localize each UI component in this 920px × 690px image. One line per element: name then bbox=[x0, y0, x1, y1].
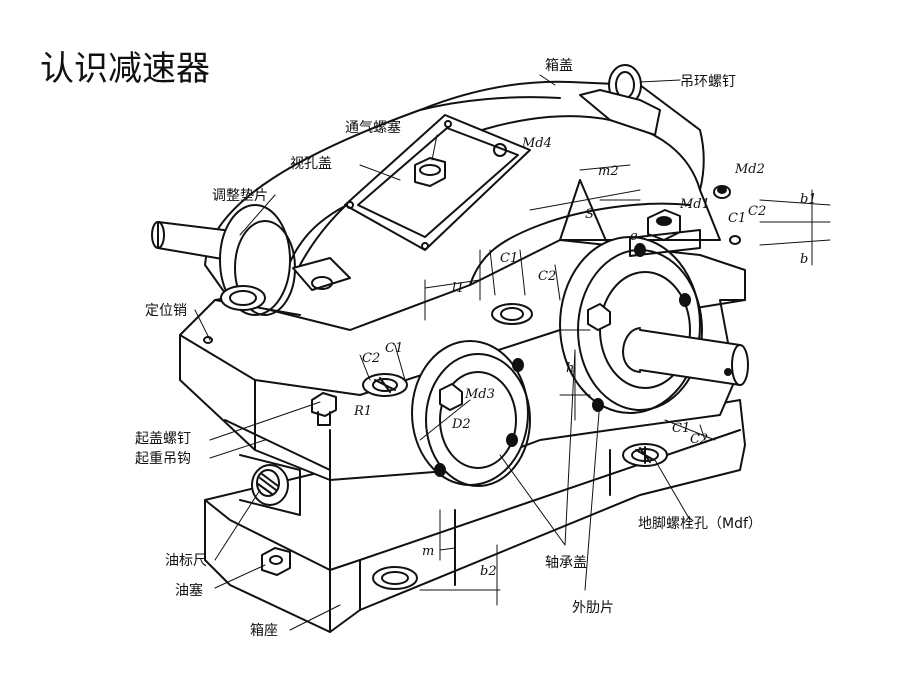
jack-screw-part bbox=[203, 336, 337, 426]
dim-md1: Md1 bbox=[679, 197, 710, 212]
dim-md2: Md2 bbox=[734, 162, 765, 177]
dimension-labels: Md4 Md2 Md1 Md3 m2 S l1 C1 C2 C1 C2 C1 C… bbox=[353, 136, 817, 579]
dim-b1: b1 bbox=[800, 192, 817, 207]
label-base: 箱座 bbox=[250, 623, 278, 639]
dim-c1-left: C1 bbox=[385, 341, 403, 356]
label-bearing-cap: 轴承盖 bbox=[545, 555, 587, 571]
label-lifting-hook: 起重吊钩 bbox=[135, 451, 191, 467]
label-drain-plug: 油塞 bbox=[175, 582, 203, 599]
slide-title: 认识减速器 bbox=[40, 49, 210, 89]
label-locating-pin: 定位销 bbox=[145, 303, 187, 319]
callout-labels: 箱盖 吊环螺钉 通气螺塞 视孔盖 调整垫片 定位销 起盖螺钉 起重吊钩 油标尺 … bbox=[135, 58, 762, 639]
dim-md3: Md3 bbox=[464, 387, 495, 402]
dim-e: e bbox=[630, 229, 638, 244]
anchor-bolt-holes bbox=[372, 443, 668, 590]
drain-plug-part bbox=[261, 547, 291, 576]
dim-h: h bbox=[566, 361, 574, 376]
dim-c2-top: C2 bbox=[538, 269, 556, 284]
label-lifting-eye-bolt: 吊环螺钉 bbox=[680, 74, 736, 90]
dipstick-part bbox=[239, 454, 301, 516]
label-dipstick: 油标尺 bbox=[165, 553, 207, 569]
dim-c2-left: C2 bbox=[362, 351, 380, 366]
dim-md4: Md4 bbox=[521, 136, 552, 151]
dim-s: S bbox=[585, 207, 594, 222]
md1-bolt bbox=[629, 209, 701, 257]
mid-bolt-holes bbox=[362, 303, 533, 397]
dimension-lines bbox=[359, 164, 831, 606]
output-bearing-part bbox=[559, 236, 749, 414]
dim-d2: D2 bbox=[451, 417, 471, 432]
input-shaft-part bbox=[151, 204, 301, 316]
dim-m: m bbox=[422, 544, 434, 559]
inspection-cover-part bbox=[344, 114, 531, 251]
dim-c1-lower: C1 bbox=[672, 421, 690, 436]
cover-boss-hole bbox=[292, 257, 351, 291]
label-jack-screw: 起盖螺钉 bbox=[135, 431, 191, 447]
label-inspection-cover: 视孔盖 bbox=[290, 156, 332, 172]
md2-bolt bbox=[713, 185, 741, 245]
dim-b2: b2 bbox=[480, 564, 497, 579]
label-outer-rib: 外肋片 bbox=[572, 600, 614, 616]
dim-l1: l1 bbox=[452, 281, 464, 296]
front-bearing-cap-part bbox=[411, 340, 531, 487]
lifting-eye-bolt bbox=[579, 64, 661, 136]
leader-lines bbox=[194, 74, 691, 631]
dim-b: b bbox=[800, 252, 808, 267]
reducer-drawing bbox=[151, 64, 831, 633]
dim-c1-top: C1 bbox=[500, 251, 518, 266]
label-vent-plug: 通气螺塞 bbox=[345, 119, 401, 136]
dim-r1: R1 bbox=[353, 404, 372, 419]
dim-c2-right: C2 bbox=[748, 204, 766, 219]
dim-m2: m2 bbox=[598, 164, 619, 179]
label-adjusting-shim: 调整垫片 bbox=[212, 188, 268, 204]
label-anchor-bolt-hole: 地脚螺栓孔（Mdf） bbox=[638, 516, 762, 532]
dim-c2-lower: C2 bbox=[690, 432, 708, 447]
dim-c1-right: C1 bbox=[728, 211, 746, 226]
label-cover: 箱盖 bbox=[545, 58, 573, 74]
